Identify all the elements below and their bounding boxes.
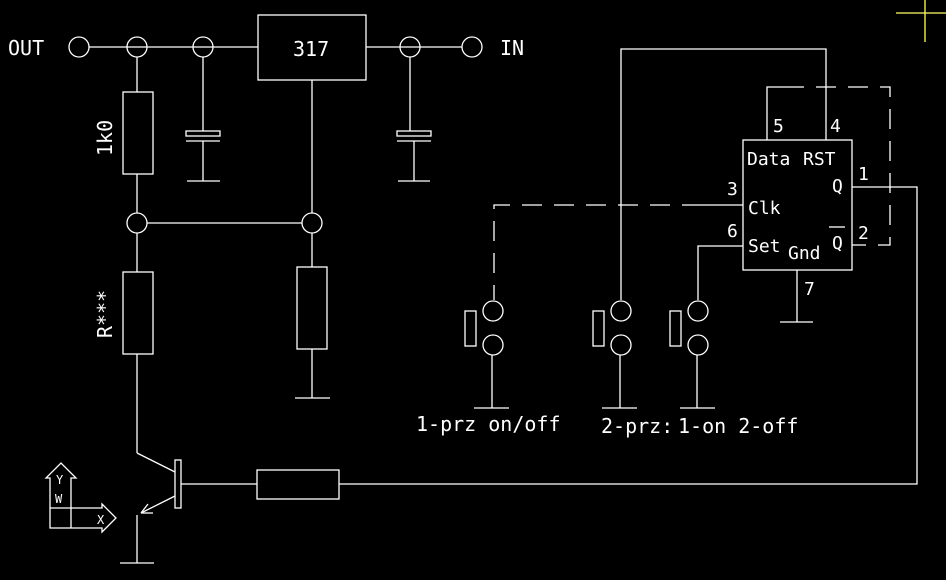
ucs-icon [44, 462, 117, 534]
resistor-rstar[interactable] [122, 233, 154, 453]
ff-gnd-label: Gnd [788, 243, 821, 264]
capacitor-left[interactable] [185, 57, 221, 182]
regulator-317[interactable] [257, 14, 367, 213]
capacitor-right[interactable] [396, 57, 432, 182]
crosshair-cursor [896, 0, 946, 42]
pin-number-4: 4 [830, 116, 841, 137]
resistor-adj[interactable] [295, 233, 330, 399]
junction-node[interactable] [301, 212, 323, 234]
wire-set [697, 245, 743, 300]
resistor-1k0[interactable] [122, 57, 154, 213]
feedback-wire [339, 186, 918, 485]
ff-qbar-label: Q [832, 233, 843, 254]
pin-number-5: 5 [773, 116, 784, 137]
pin-number-7: 7 [804, 279, 815, 300]
ff-clk-label: Clk [748, 198, 781, 219]
pin-number-6: 6 [727, 221, 738, 242]
wire-clk-dashed [493, 204, 702, 300]
ucs-w-label: W [55, 492, 63, 506]
pin-number-1: 1 [858, 164, 869, 185]
in-terminal[interactable] [461, 36, 483, 58]
switch-label-1: 1-prz on/off [416, 412, 561, 436]
out-terminal[interactable] [68, 36, 90, 58]
resistor-1k0-label: 1k0 [93, 120, 117, 156]
in-label: IN [500, 36, 524, 60]
ff-set-label: Set [748, 236, 781, 257]
regulator-label: 317 [293, 37, 329, 61]
base-resistor[interactable] [181, 469, 340, 500]
resistor-rstar-label: R*** [93, 290, 117, 338]
junction-node[interactable] [126, 212, 148, 234]
wire-rst [620, 48, 827, 300]
wire-pin5 [766, 86, 784, 140]
switch-label-3: 1-on 2-off [678, 414, 798, 438]
ucs-x-label: X [97, 513, 105, 527]
transistor[interactable] [120, 452, 182, 564]
ff-rst-label: RST [803, 149, 836, 170]
ucs-y-label: Y [56, 473, 64, 487]
pin-number-3: 3 [727, 179, 738, 200]
ff-data-label: Data [747, 149, 790, 170]
pushbutton-3[interactable] [669, 300, 715, 409]
wire-qbar-to-data [784, 86, 891, 246]
ff-q-label: Q [832, 176, 843, 197]
pushbutton-2[interactable] [592, 300, 637, 409]
pin-number-2: 2 [858, 223, 869, 244]
out-label: OUT [8, 36, 44, 60]
switch-label-2: 2-prz: [601, 414, 673, 438]
pushbutton-1[interactable] [464, 300, 509, 409]
